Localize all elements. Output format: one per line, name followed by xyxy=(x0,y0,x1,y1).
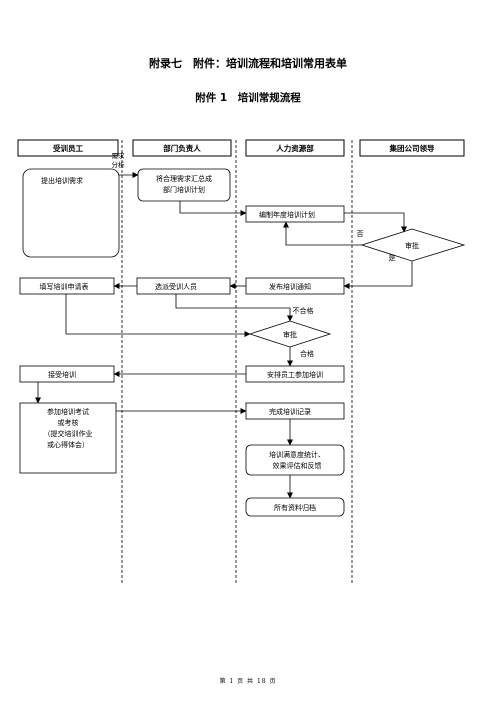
label-no: 否 xyxy=(357,230,364,238)
lane-header-hr xyxy=(245,139,345,157)
node-approve-hr xyxy=(248,320,332,348)
label-exam-3: （提交培训作业 xyxy=(44,429,93,438)
lane-label-leader: 集团公司领导 xyxy=(389,143,435,153)
label-summarize-1: 将合理需求汇总成 xyxy=(156,174,212,183)
node-archive xyxy=(245,497,345,517)
label-accept-training: 接受培训 xyxy=(48,370,76,379)
label-approve-leader: 审批 xyxy=(405,241,419,250)
lane-label-dept: 部门负责人 xyxy=(163,143,201,153)
label-annual-plan: 编制年度培训计划 xyxy=(259,210,315,219)
label-complete-record: 完成培训记录 xyxy=(269,407,311,416)
node-exam xyxy=(19,402,117,474)
label-publish-notice: 发布培训通知 xyxy=(269,282,311,291)
label-unqualified: 不合格 xyxy=(293,306,314,315)
label-need-analysis-2: 分析 xyxy=(112,160,126,169)
label-approve-hr: 审批 xyxy=(283,330,297,339)
label-fill-form: 填写培训申请表 xyxy=(40,282,89,291)
edge-approve-yes xyxy=(343,261,413,289)
lane-label-trainee: 受训员工 xyxy=(53,143,83,153)
node-propose-need xyxy=(22,168,120,258)
label-summarize-2: 部门培训计划 xyxy=(163,185,205,194)
label-yes: 是 xyxy=(389,254,396,262)
edge-form-to-hr-approve xyxy=(65,294,251,337)
label-archive: 所有资料归档 xyxy=(274,503,316,512)
edge-select-to-hr-approve xyxy=(175,294,293,322)
lane-header-dept xyxy=(132,139,232,157)
edge-dept-to-annual xyxy=(179,201,247,216)
label-exam-2: 或考核 xyxy=(58,418,79,427)
lane-header-leader xyxy=(359,139,465,157)
label-satisfaction-2: 效果评估和反馈 xyxy=(273,461,322,470)
label-propose-need: 提出培训需求 xyxy=(41,176,83,185)
node-approve-leader xyxy=(360,228,466,262)
label-satisfaction-1: 培训满意度统计、 xyxy=(269,450,325,459)
label-need-analysis-1: 需求 xyxy=(112,151,126,160)
lane-label-hr: 人力资源部 xyxy=(276,143,314,153)
page-title: 附录七 附件：培训流程和培训常用表单 xyxy=(149,57,347,70)
label-exam-1: 参加培训考试 xyxy=(47,407,89,416)
label-exam-4: 或心得体会） xyxy=(47,440,89,449)
label-select-staff: 选派受训人员 xyxy=(155,282,197,291)
page-footer: 第 1 页 共 18 页 xyxy=(219,678,277,685)
page-subtitle: 附件 1 培训常规流程 xyxy=(195,92,301,104)
node-satisfaction xyxy=(245,444,345,476)
label-arrange-training: 安排员工参加培训 xyxy=(267,370,323,379)
edge-approve-no xyxy=(283,221,362,246)
lane-header-trainee xyxy=(17,139,119,157)
node-summarize-plan xyxy=(137,168,231,202)
edge-annual-to-approve xyxy=(344,212,407,233)
label-qualified: 合格 xyxy=(300,349,314,358)
